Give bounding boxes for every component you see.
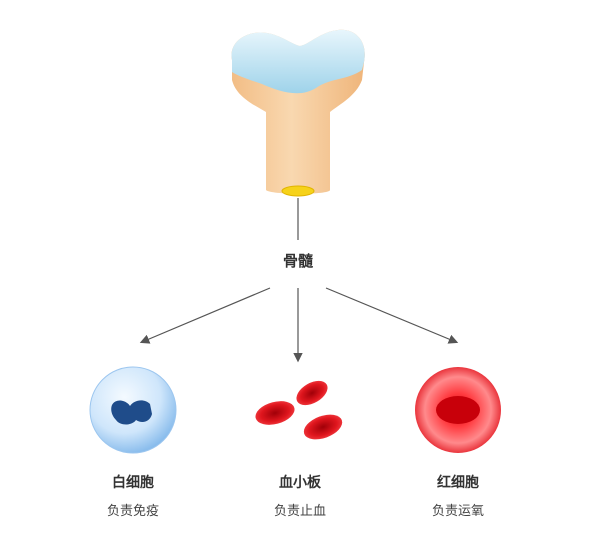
bone-icon (231, 29, 365, 197)
red-blood-cell-icon (415, 367, 501, 453)
platelets-icon (255, 380, 343, 440)
arrow-to-white-blood-cell (139, 287, 271, 344)
bone-marrow-label: 骨髓 (282, 252, 314, 270)
red-blood-cell-role: 负责运氧 (431, 504, 485, 519)
white-blood-cell-icon (89, 366, 177, 454)
platelets-role: 负责止血 (273, 504, 327, 519)
platelets-name: 血小板 (279, 475, 321, 491)
arrow-to-red-blood-cell (325, 287, 459, 344)
marrow-cavity (281, 185, 315, 197)
red-blood-cell-name: 红细胞 (437, 475, 479, 491)
white-blood-cell-role: 负责免疫 (106, 504, 160, 519)
white-blood-cell-name: 白细胞 (112, 475, 154, 491)
